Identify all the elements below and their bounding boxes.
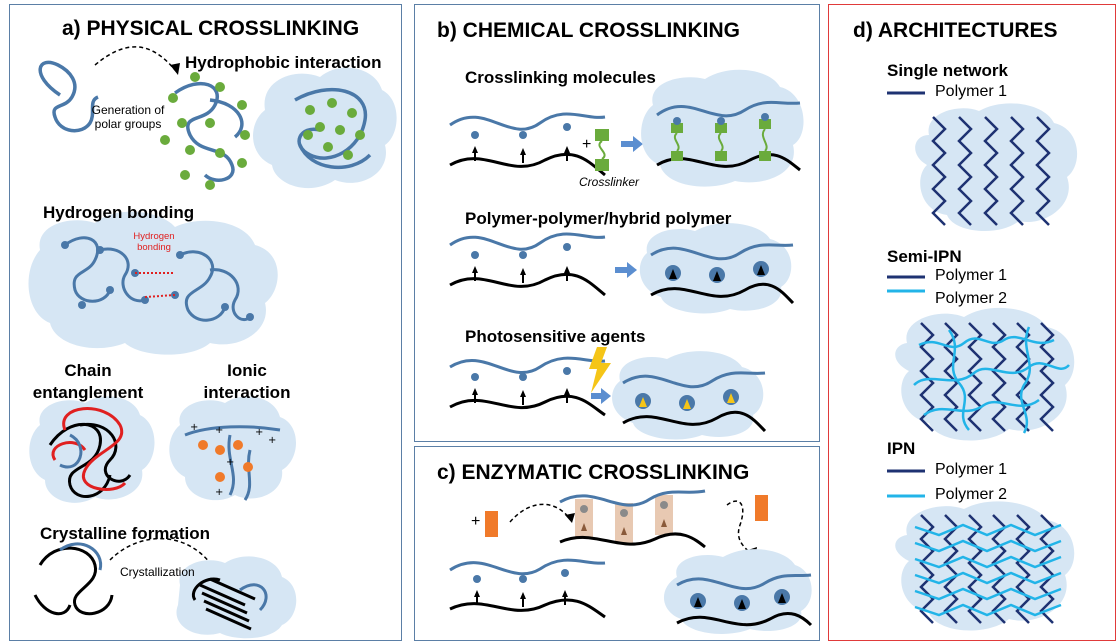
svg-text:+: + [215, 425, 223, 436]
enzyme-block-right [755, 495, 768, 521]
network-strand-2 [914, 587, 1062, 601]
single-polymer1-label: Polymer 1 [935, 83, 1008, 100]
semi-ipn-label: Semi-IPN [887, 247, 962, 266]
panel-d-title: d) ARCHITECTURES [853, 19, 1058, 42]
network-strand [983, 116, 999, 226]
panel-c-title: c) ENZYMATIC CROSSLINKING [437, 461, 750, 484]
lightning-icon [589, 347, 611, 393]
network-strand [1015, 514, 1031, 624]
semi-ipn-free-chains [913, 326, 1070, 434]
network-strand [957, 116, 973, 226]
ipn-second-network [914, 523, 1062, 617]
network-strand [1035, 116, 1051, 226]
polymer-hybrid-label: Polymer-polymer/hybrid polymer [465, 209, 732, 228]
ipn-polymer1-label: Polymer 1 [935, 461, 1008, 478]
ipn-mesh [919, 514, 1055, 624]
network-strand-2 [914, 555, 1062, 569]
svg-text:+: + [190, 422, 198, 433]
network-strand [943, 514, 959, 624]
ionic-interaction-label: Ionic interaction [203, 361, 291, 402]
polar-group-chain [173, 81, 244, 182]
hydrogen-bond-dots [135, 272, 176, 298]
ionic-cloud [169, 396, 296, 501]
svg-text:+: + [268, 435, 276, 446]
network-strand [1039, 514, 1055, 624]
generation-arrow [94, 46, 176, 71]
network-strand-2 [914, 523, 1062, 537]
single-network-mesh [931, 116, 1051, 226]
panel-physical-crosslinking: + + + + + + a) PHYSICAL CROSSLINKING Hydroph… [9, 4, 402, 641]
network-strand-2 [914, 539, 1062, 553]
ipn-polymer2-label: Polymer 2 [935, 486, 1008, 503]
enzyme-plus-sign: + [471, 513, 481, 530]
chain-entanglement-label: Chain entanglement [32, 361, 144, 402]
crosslinker-block-bottom [595, 159, 609, 171]
network-strand [967, 514, 983, 624]
network-strand [931, 116, 947, 226]
crystal-cloud [176, 556, 297, 639]
panel-a-title: a) PHYSICAL CROSSLINKING [62, 17, 360, 40]
network-strand [1039, 322, 1055, 432]
panel-architectures: d) ARCHITECTURES Single network Polymer … [828, 4, 1116, 641]
ipn-label: IPN [887, 439, 916, 458]
crystallization-label: Crystallization [120, 565, 195, 579]
crosslinker-block-top [595, 129, 609, 141]
network-strand [991, 322, 1007, 432]
crystalline-formation-label: Crystalline formation [40, 524, 211, 543]
network-strand-2 [914, 571, 1062, 585]
network-strand [1015, 322, 1031, 432]
panel-d-graphics [887, 91, 1078, 631]
panel-b-title: b) CHEMICAL CROSSLINKING [437, 19, 740, 42]
hydrophobic-label: Hydrophobic interaction [185, 53, 382, 72]
svg-text:+: + [226, 457, 234, 468]
hydrogen-bonding-chains [64, 236, 252, 322]
arrow-right [621, 136, 643, 152]
semi-ipn-mesh [919, 322, 1055, 432]
panel-c-graphics [449, 489, 813, 634]
crystallization-arrow [109, 538, 216, 571]
network-strand-2 [914, 603, 1062, 617]
crosslinking-molecules-label: Crosslinking molecules [465, 68, 656, 87]
panel-a-graphics: + + + + + + [28, 46, 397, 639]
network-strand [943, 322, 959, 432]
svg-text:+: + [215, 487, 223, 498]
single-network-cloud [915, 103, 1078, 232]
panel-b-graphics [449, 69, 804, 440]
polar-dots [160, 72, 250, 190]
network-strand [991, 514, 1007, 624]
entanglement-cloud [29, 396, 155, 503]
hydrogen-bonding-label: Hydrogen bonding [43, 203, 195, 222]
single-network-label: Single network [887, 61, 1008, 80]
network-strand [1009, 116, 1025, 226]
loose-polymer-chain [38, 60, 99, 133]
photosensitive-label: Photosensitive agents [465, 327, 646, 346]
panel-chemical-crosslinking: b) CHEMICAL CROSSLINKING Crosslinking mo… [414, 4, 820, 442]
network-strand [967, 322, 983, 432]
network-strand [919, 514, 935, 624]
panel-enzymatic-crosslinking: c) ENZYMATIC CROSSLINKING + [414, 446, 820, 641]
enzyme-block-left [485, 511, 498, 537]
generation-label: Generation of polar groups [91, 103, 165, 131]
crosslinker-label: Crosslinker [579, 175, 640, 189]
svg-text:+: + [255, 427, 263, 438]
semi-polymer1-label: Polymer 1 [935, 267, 1008, 284]
plus-sign: + [582, 136, 592, 153]
semi-polymer2-label: Polymer 2 [935, 290, 1008, 307]
hydrogen-bonding-annotation: Hydrogen bonding [133, 231, 175, 253]
